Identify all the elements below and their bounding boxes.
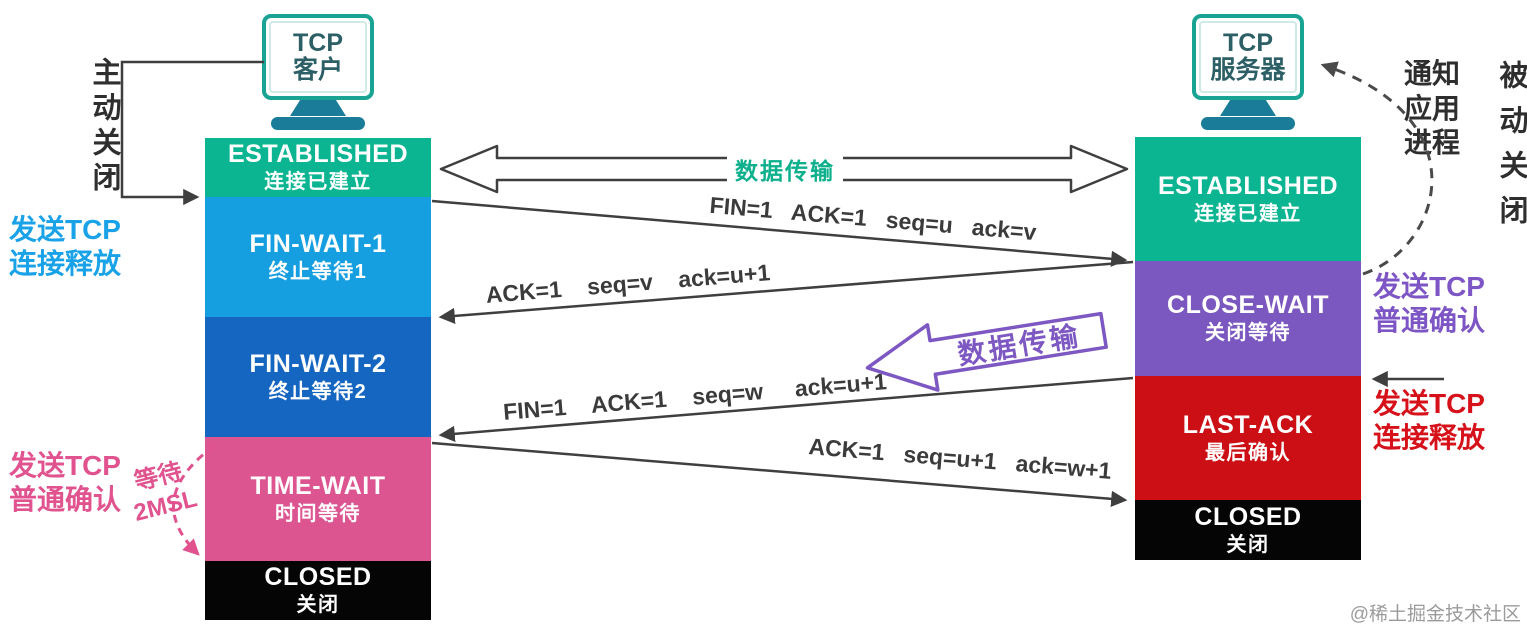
state-name-cn: 时间等待: [275, 502, 361, 525]
server-device-label-cn: 服务器: [1210, 56, 1286, 84]
client-monitor-frame: TCP 客户: [262, 14, 374, 100]
server-monitor-base: [1201, 117, 1295, 130]
send-tcp-ack-left-label: 发送TCP 普通确认: [8, 450, 121, 515]
client-state-closed: CLOSED 关闭: [205, 561, 431, 620]
client-state-fin-wait-2: FIN-WAIT-2 终止等待2: [205, 317, 431, 437]
state-name-cn: 终止等待1: [268, 260, 368, 283]
state-name: FIN-WAIT-2: [249, 349, 387, 378]
client-device-label-cn: 客户: [292, 56, 343, 84]
ack-1-label: ACK=1 seq=v ack=u+1: [484, 259, 772, 308]
state-name: ESTABLISHED: [227, 140, 409, 169]
client-monitor-stand: [290, 100, 346, 116]
state-name-cn: 关闭: [296, 594, 340, 617]
client-monitor-screen: TCP 客户: [269, 21, 367, 93]
state-name: LAST-ACK: [1182, 410, 1314, 439]
server-monitor-stand: [1220, 100, 1276, 116]
state-name: FIN-WAIT-1: [249, 229, 387, 258]
server-state-established: ESTABLISHED 连接已建立: [1135, 137, 1361, 261]
server-monitor-screen: TCP 服务器: [1199, 21, 1297, 93]
client-monitor-icon: TCP 客户: [262, 14, 374, 130]
server-state-closed: CLOSED 关闭: [1135, 500, 1361, 560]
send-tcp-ack-right-label: 发送TCP 普通确认: [1372, 271, 1485, 336]
state-name: ESTABLISHED: [1157, 171, 1339, 200]
state-name-cn: 连接已建立: [264, 171, 372, 194]
send-tcp-release-left-label: 发送TCP 连接释放: [8, 214, 121, 279]
passive-close-label: 被动关闭: [1495, 60, 1527, 240]
server-device-label: TCP: [1223, 29, 1273, 57]
client-device-label: TCP: [293, 29, 343, 57]
notify-app-label: 通知 应用 进程: [1403, 58, 1460, 159]
state-name-cn: 关闭: [1226, 533, 1270, 556]
state-name-cn: 最后确认: [1205, 441, 1291, 464]
watermark: @稀土掘金技术社区: [1349, 604, 1521, 625]
state-name-cn: 终止等待2: [268, 380, 368, 403]
state-name: TIME-WAIT: [250, 471, 386, 500]
data-transfer-top-label: 数据传输: [727, 152, 843, 185]
server-state-close-wait: CLOSE-WAIT 关闭等待: [1135, 261, 1361, 376]
state-name-cn: 连接已建立: [1194, 202, 1302, 225]
ack-2-label: ACK=1 seq=u+1 ack=w+1: [807, 433, 1113, 484]
active-close-label: 主动关闭: [88, 57, 120, 197]
server-monitor-frame: TCP 服务器: [1192, 14, 1304, 100]
state-name: CLOSED: [1194, 502, 1302, 531]
state-name: CLOSE-WAIT: [1167, 291, 1329, 320]
state-name: CLOSED: [264, 563, 372, 592]
fin-1-label: FIN=1 ACK=1 seq=u ack=v: [708, 191, 1038, 246]
data-transfer-mid-arrow: 数据传输: [856, 284, 1115, 414]
fin-2-label: FIN=1 ACK=1 seq=w ack=u+1: [502, 368, 888, 425]
send-tcp-release-right-label: 发送TCP 连接释放: [1372, 388, 1485, 453]
state-name-cn: 关闭等待: [1205, 322, 1291, 345]
client-state-time-wait: TIME-WAIT 时间等待: [205, 437, 431, 561]
server-state-last-ack: LAST-ACK 最后确认: [1135, 376, 1361, 500]
client-state-established: ESTABLISHED 连接已建立: [205, 138, 431, 197]
client-state-fin-wait-1: FIN-WAIT-1 终止等待1: [205, 197, 431, 317]
client-monitor-base: [271, 117, 365, 130]
server-monitor-icon: TCP 服务器: [1192, 14, 1304, 130]
